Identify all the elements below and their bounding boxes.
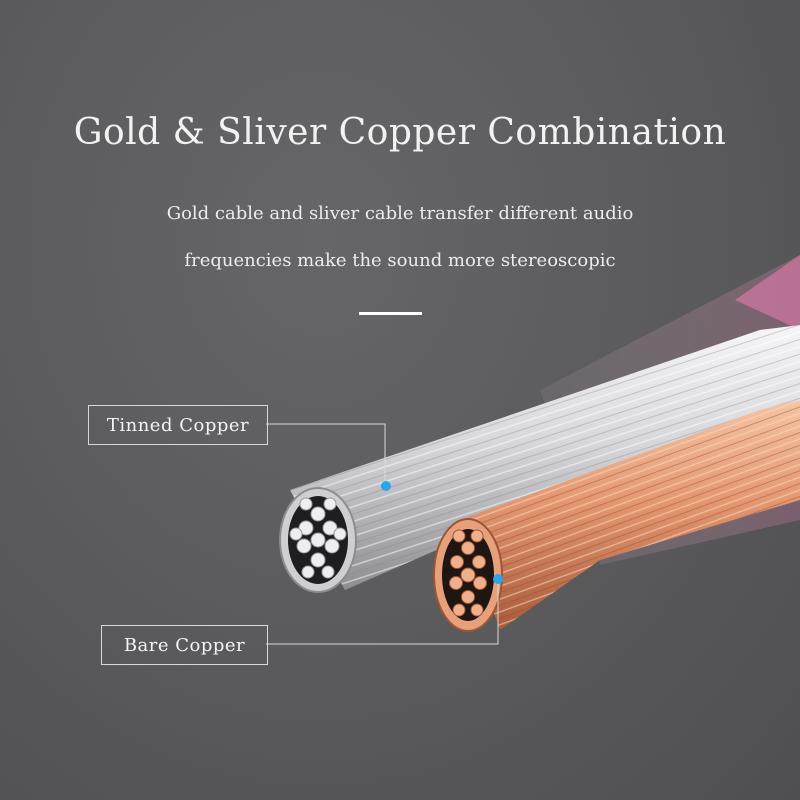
tinned-copper-label: Tinned Copper <box>88 405 268 445</box>
bare-copper-marker <box>493 574 503 584</box>
tinned-copper-leader-line <box>266 423 386 486</box>
tinned-copper-cable-end <box>279 487 357 593</box>
banner-subtitle-line-2: frequencies make the sound more stereosc… <box>184 250 616 271</box>
tinned-copper-marker <box>381 481 391 491</box>
title-divider <box>359 312 422 315</box>
banner-title: Gold & Sliver Copper Combination <box>73 112 727 153</box>
bare-copper-label-text: Bare Copper <box>123 634 246 656</box>
banner-subtitle-line-1: Gold cable and sliver cable transfer dif… <box>166 203 634 224</box>
bare-copper-leader-line <box>266 580 499 645</box>
bare-copper-label: Bare Copper <box>101 625 268 665</box>
bare-copper-cable-end <box>433 518 503 632</box>
sleeve-tip <box>735 255 800 330</box>
tinned-copper-label-text: Tinned Copper <box>106 414 250 436</box>
